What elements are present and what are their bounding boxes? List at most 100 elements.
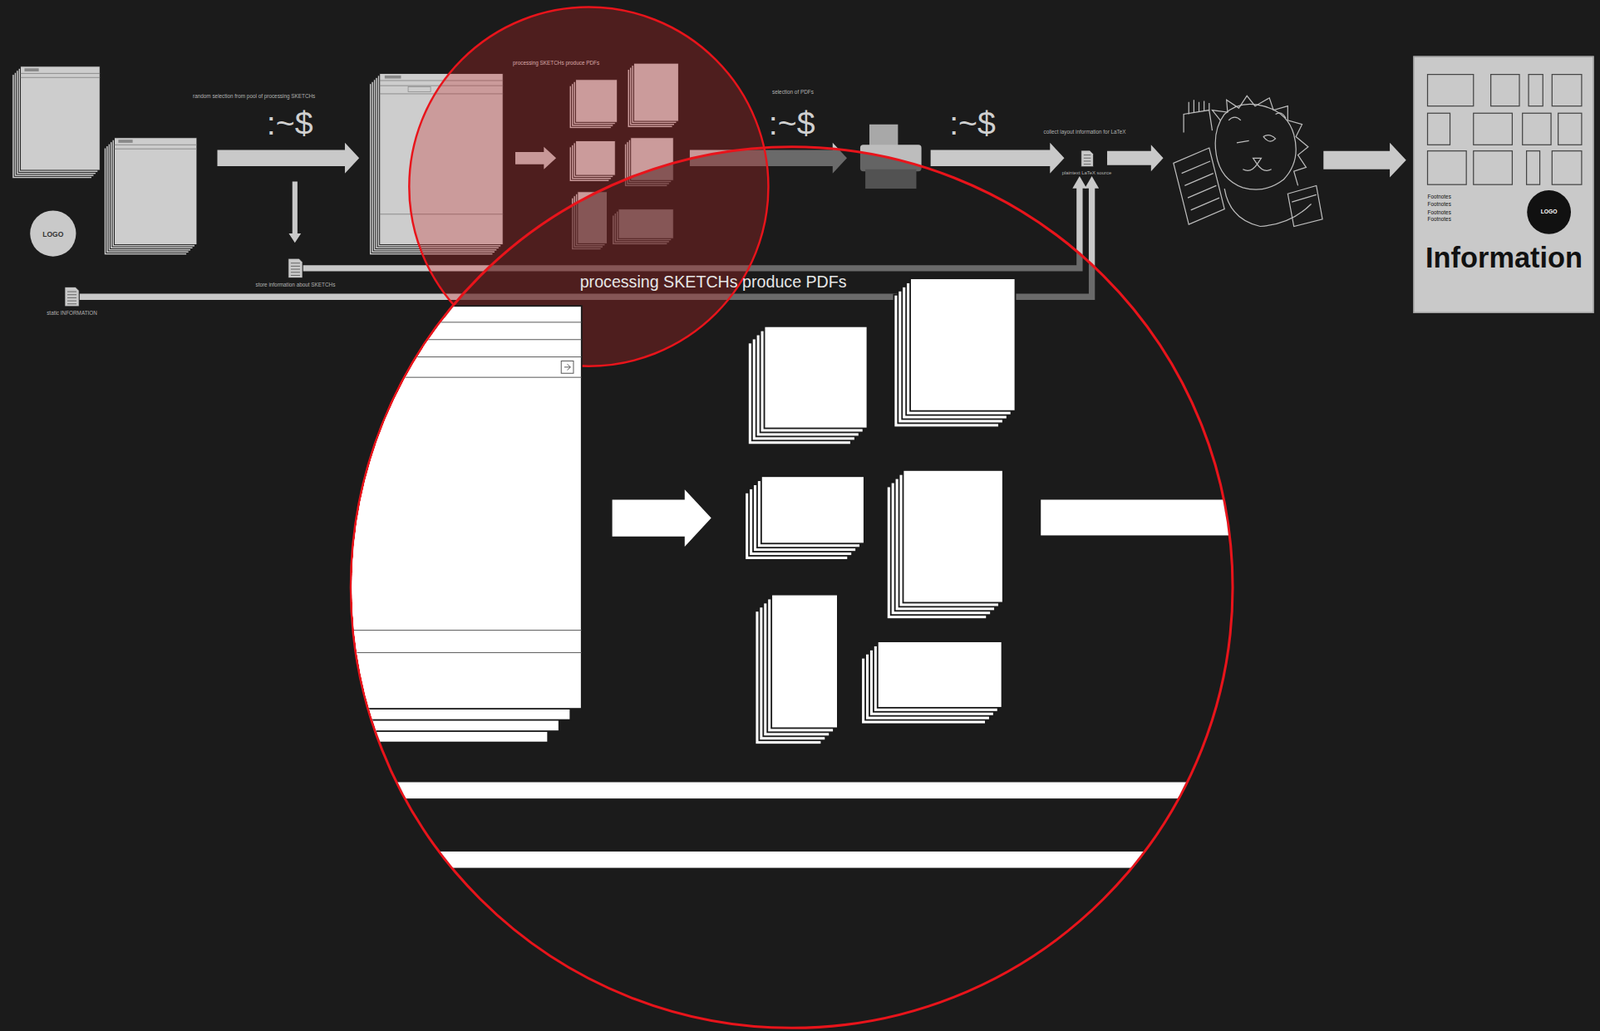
title-tab: [24, 68, 39, 72]
sketch-stroke: [1215, 103, 1296, 190]
window-rule: [20, 73, 101, 74]
document-line: [67, 291, 77, 293]
document-line: [290, 265, 301, 267]
sketch-stroke: [1173, 147, 1225, 225]
node-text: static INFORMATION: [46, 310, 98, 316]
node-text: Footnotes: [1427, 210, 1452, 216]
pdf-stack: [754, 595, 837, 745]
layout-box: [1522, 113, 1551, 145]
node-text: Information: [1425, 243, 1583, 272]
document-icon: [287, 258, 303, 280]
zoom-content: [303, 278, 1256, 868]
sketch-stroke: [1211, 95, 1308, 186]
step-label: processing SKETCHs produce PDFs: [512, 60, 600, 66]
document-line: [1083, 157, 1091, 159]
flow-arrow: [216, 142, 360, 174]
flow-arrow: [1323, 142, 1406, 178]
node-text: plaintext LaTeX source: [1062, 171, 1113, 177]
pdf-stack: [744, 476, 865, 561]
document-icon-node: store information about SKETCHs: [287, 258, 303, 280]
window-rule: [20, 77, 101, 79]
window-rule: [336, 630, 582, 631]
window-rule: [114, 144, 197, 146]
window-button-glyph: [564, 364, 571, 370]
stack-sheet: [910, 278, 1015, 412]
window-rule: [336, 321, 582, 323]
sketch-stroke: [1224, 188, 1311, 227]
document-line: [67, 297, 77, 299]
node-text: LOGO: [1540, 209, 1558, 216]
step-label: selection of PDFs: [772, 90, 814, 96]
sketch-stroke: [1181, 161, 1220, 211]
step-label: processing SKETCHs produce PDFs: [580, 274, 847, 291]
node-text: LOGO: [42, 230, 64, 238]
flow-arrow: [612, 489, 712, 547]
title-tab: [408, 86, 431, 92]
terminal-prompt: :~$: [266, 107, 314, 140]
window-button: [561, 361, 574, 375]
layout-box: [1551, 74, 1582, 107]
stack-sheet: [20, 66, 101, 171]
sketch-stroke: [1236, 135, 1276, 143]
sketch-stroke: [1188, 99, 1210, 114]
sketch-stroke: [1228, 113, 1286, 121]
document-sheet: [64, 287, 79, 307]
info-line: [336, 851, 1256, 869]
sketch-stroke: [1242, 157, 1271, 171]
document-line: [1083, 163, 1091, 165]
sketch-stroke: [1183, 110, 1212, 133]
stack-sheet: [336, 305, 582, 709]
latex-source-node: plaintext LaTeX source: [1052, 149, 1122, 177]
layout-box: [1558, 113, 1582, 145]
pdf-stack: [861, 641, 1002, 724]
document-line: [67, 303, 77, 305]
layout-box: [1427, 113, 1451, 145]
stack-sheet: [114, 137, 197, 246]
output-poster: FootnotesFootnotesFootnotesFootnotesInfo…: [1412, 56, 1594, 314]
info-line: [336, 782, 1256, 799]
node-text: store information about SKETCHs: [255, 282, 335, 288]
pdf-stack: [893, 278, 1015, 428]
logo-circle: LOGO: [29, 210, 77, 257]
node-text: Footnotes: [1427, 194, 1452, 200]
stack-sheet: [764, 326, 868, 429]
document-line: [290, 271, 301, 273]
stack-sheet: [902, 470, 1003, 604]
title-tab: [118, 139, 133, 143]
node-text: Footnotes: [1427, 216, 1452, 222]
terminal-prompt: :~$: [768, 107, 816, 140]
document-icon: [64, 286, 79, 308]
document-line: [1083, 160, 1091, 162]
document-sheet: [1080, 150, 1093, 168]
window-rule: [336, 339, 582, 340]
flow-bar: [1040, 499, 1246, 536]
layout-box: [1473, 151, 1513, 186]
layout-box: [1427, 151, 1468, 186]
document-line: [290, 275, 301, 276]
window-rule: [336, 377, 582, 379]
layout-box: [1473, 113, 1513, 145]
pdf-stack: [748, 326, 868, 445]
document-line: [290, 269, 301, 271]
sketch-window-stack: [103, 137, 197, 256]
layout-box: [1491, 74, 1520, 107]
sketch-stroke: [1287, 185, 1323, 227]
stack-sheet: [761, 476, 865, 544]
flow-arrow: [1107, 144, 1164, 172]
stack-sheet: [877, 641, 1003, 709]
title-tab: [384, 75, 402, 79]
logo-circle: LOGO: [1526, 189, 1572, 235]
poster-layout-boxes: [1414, 57, 1596, 315]
flow-arrow: [930, 142, 1065, 174]
node-text: Footnotes: [1427, 201, 1452, 207]
document-line: [290, 262, 301, 264]
circle-shape: [1526, 190, 1571, 235]
stack-sheet: [771, 595, 838, 729]
step-label: random selection from pool of processing…: [192, 93, 316, 99]
layout-box: [1427, 74, 1474, 107]
layout-box: [1526, 151, 1541, 186]
